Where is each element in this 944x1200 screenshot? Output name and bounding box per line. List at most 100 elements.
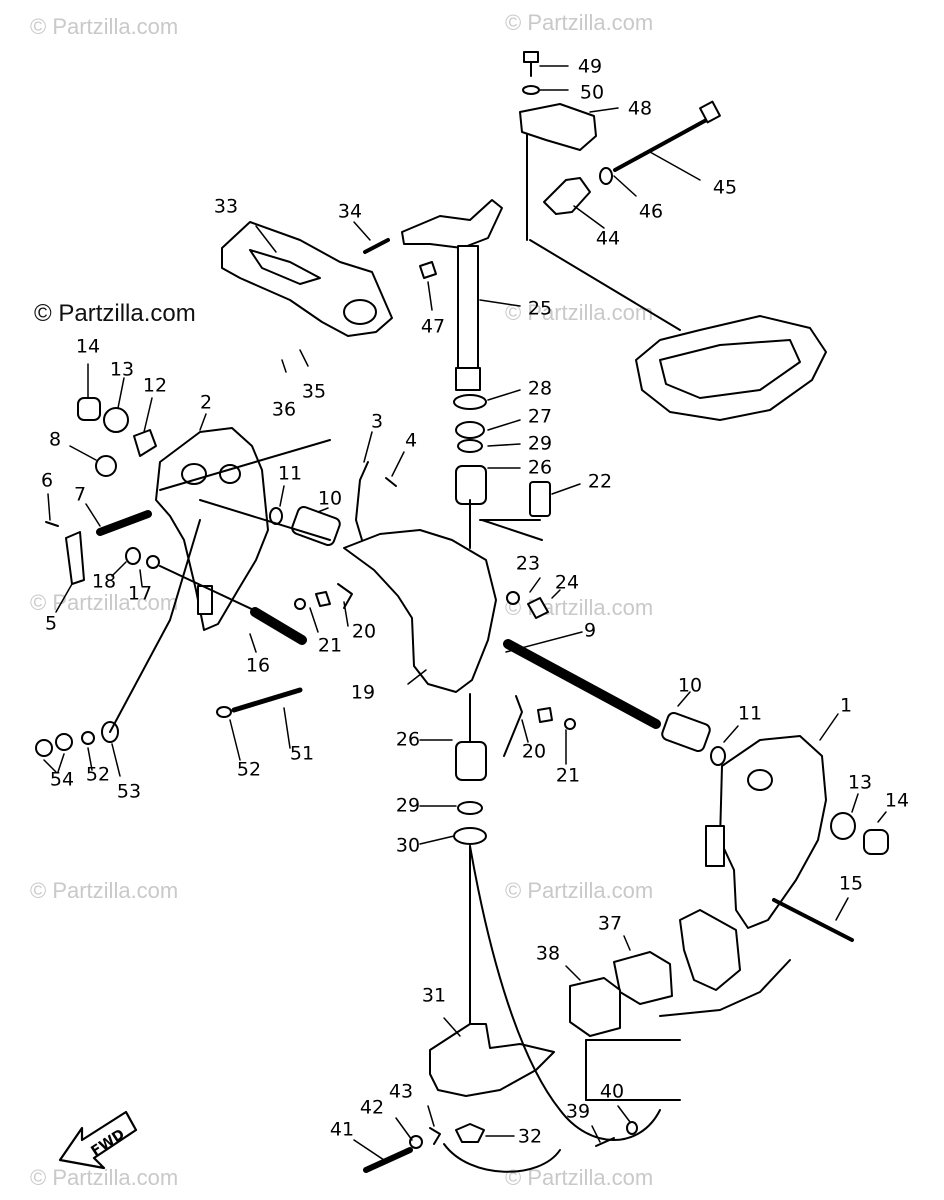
part-12-plate: [133, 429, 157, 457]
part-8-nut: [95, 455, 117, 477]
callout-2: 2: [199, 391, 213, 414]
callout-54: 54: [49, 768, 75, 791]
part-37-mount: [613, 951, 673, 1005]
part-15-bolt: [772, 898, 854, 942]
part-9-tube: [503, 639, 661, 729]
callout-16: 16: [245, 654, 271, 677]
part-49-bolt: [523, 51, 539, 77]
part-29-oring-lower: [457, 801, 483, 815]
callout-32: 32: [517, 1125, 543, 1148]
part-10-bushing-right: [661, 712, 711, 752]
callout-37: 37: [597, 912, 623, 935]
callout-13a: 13: [109, 358, 135, 381]
callout-leaders: [43, 65, 887, 1161]
callout-26a: 26: [527, 456, 553, 479]
callout-18: 18: [91, 570, 117, 593]
callout-26b: 26: [395, 728, 421, 751]
part-52-washer: [216, 706, 232, 718]
part-32-nut: [455, 1123, 485, 1143]
callout-7: 7: [73, 483, 87, 506]
part-54-nut-2: [55, 733, 73, 751]
watermark: © Partzilla.com: [30, 878, 179, 903]
callout-25: 25: [527, 297, 553, 320]
callout-28: 28: [527, 377, 553, 400]
callout-19: 19: [350, 681, 376, 704]
part-21-cap-right: [564, 718, 576, 730]
callout-22: 22: [587, 470, 613, 493]
watermark: © Partzilla.com: [30, 1165, 179, 1190]
part-3-cable: [355, 461, 369, 541]
part-38-mount: [569, 977, 621, 1037]
part-27-bushing: [455, 421, 485, 439]
part-41-bolt: [363, 1147, 413, 1173]
part-17-washer: [146, 555, 160, 569]
part-14-cap: [77, 397, 101, 421]
callout-43: 43: [388, 1080, 414, 1103]
callout-8: 8: [48, 428, 62, 451]
callout-47: 47: [420, 315, 446, 338]
watermark: © Partzilla.com: [505, 878, 654, 903]
callout-11a: 11: [277, 462, 303, 485]
callout-41: 41: [329, 1118, 355, 1141]
part-42-washer: [409, 1135, 423, 1149]
part-44-bushing: [543, 177, 591, 215]
part-46-washer: [599, 167, 613, 185]
part-19-swivel-bracket: [343, 529, 497, 693]
part-34-stud: [363, 238, 390, 254]
part-20-grease-nipple-right: [537, 707, 553, 723]
part-1-clamp-bracket: [719, 735, 827, 929]
part-26-bushing-lower: [455, 741, 487, 781]
callout-21b: 21: [555, 764, 581, 787]
brand-watermark: © Partzilla.com: [34, 300, 196, 327]
callout-13b: 13: [847, 771, 873, 794]
callout-40: 40: [599, 1080, 625, 1103]
part-50-washer: [522, 85, 540, 95]
part-43-clip: [429, 1127, 441, 1145]
callout-17: 17: [127, 582, 153, 605]
callout-31: 31: [421, 984, 447, 1007]
callout-21a: 21: [317, 634, 343, 657]
callout-35: 35: [301, 380, 327, 403]
callout-36: 36: [271, 398, 297, 421]
part-47-nut: [419, 261, 437, 279]
part-31-lower-mount: [429, 1023, 555, 1097]
callout-11b: 11: [737, 702, 763, 725]
callout-45: 45: [712, 176, 738, 199]
part-14-cap-right: [863, 829, 889, 855]
part-51-bolt: [231, 687, 303, 713]
part-4-screw: [385, 477, 397, 487]
callout-10b: 10: [677, 674, 703, 697]
callout-24: 24: [554, 571, 580, 594]
watermark: © Partzilla.com: [505, 10, 654, 35]
callout-38: 38: [535, 942, 561, 965]
callout-15: 15: [838, 872, 864, 895]
callout-12: 12: [142, 374, 168, 397]
callout-6: 6: [40, 469, 54, 492]
part-10-bushing: [291, 506, 341, 546]
callout-14b: 14: [884, 789, 910, 812]
part-5-lever: [65, 531, 85, 585]
callout-53: 53: [116, 780, 142, 803]
part-24-screw: [527, 597, 549, 619]
callout-14a: 14: [75, 335, 101, 358]
part-13-nut-right: [830, 812, 856, 840]
callout-50: 50: [579, 81, 605, 104]
part-40-washer: [626, 1121, 638, 1135]
callout-39: 39: [565, 1100, 591, 1123]
callout-52b: 52: [85, 763, 111, 786]
part-18-nut: [125, 547, 141, 565]
callout-34: 34: [337, 200, 363, 223]
callout-20a: 20: [351, 620, 377, 643]
callout-48: 48: [627, 97, 653, 120]
part-21-cap: [294, 598, 306, 610]
callout-10a: 10: [317, 487, 343, 510]
callout-52a: 52: [236, 758, 262, 781]
callout-9: 9: [583, 619, 597, 642]
callout-30: 30: [395, 834, 421, 857]
watermark: © Partzilla.com: [30, 590, 179, 615]
callout-27: 27: [527, 405, 553, 428]
part-23-nut: [506, 591, 520, 605]
callout-33: 33: [213, 195, 239, 218]
cable-line: [469, 845, 661, 1141]
part-11-washer-right: [710, 746, 726, 766]
